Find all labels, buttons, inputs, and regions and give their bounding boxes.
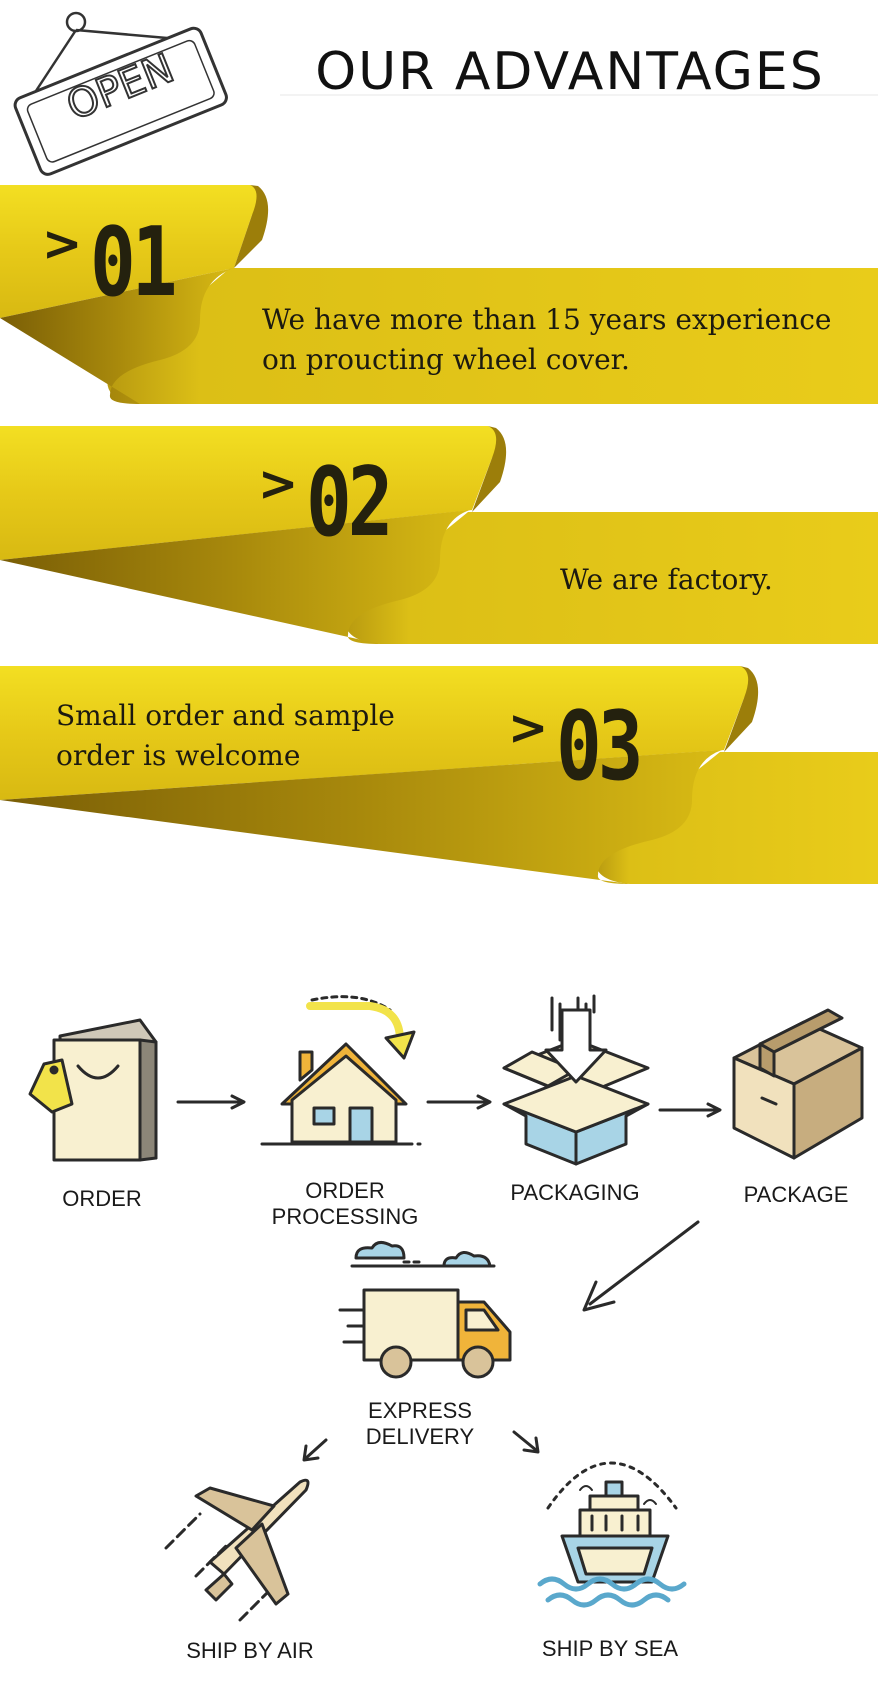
ribbon-3-text-line-1: Small order and sample (56, 699, 395, 732)
ribbon-2-text-line-1: We are factory. (560, 563, 773, 596)
title-underline (280, 94, 878, 96)
step-ship-by-sea-label-line-1: SHIP BY SEA (541, 1636, 679, 1661)
ribbon-3-text-line-2: order is welcome (56, 739, 301, 772)
closed-box-icon (732, 1008, 864, 1160)
ribbon-3-chevron: > (508, 700, 549, 756)
page-title: OUR ADVANTAGES (315, 42, 825, 102)
house-icon (260, 995, 422, 1146)
ribbon-2 (0, 426, 878, 644)
step-packaging-label: PACKAGING (490, 1180, 660, 1206)
step-order-processing-label: ORDER PROCESSING (250, 1178, 440, 1230)
step-order-processing-label-line-1: ORDER (305, 1178, 385, 1203)
step-order-label: ORDER (22, 1186, 182, 1212)
airplane-icon (164, 1478, 310, 1622)
step-package-label: PACKAGE (716, 1182, 876, 1208)
step-express-delivery-label-line-2: DELIVERY (365, 1424, 475, 1449)
open-sign-icon (13, 11, 228, 176)
ribbon-1 (0, 185, 878, 404)
step-ship-by-air-label: SHIP BY AIR (160, 1638, 340, 1664)
ribbon-2-chevron: > (258, 456, 299, 512)
step-order-label-line-1: ORDER (62, 1186, 142, 1211)
ribbon-1-chevron: > (42, 216, 83, 272)
step-ship-by-sea-label: SHIP BY SEA (520, 1636, 700, 1662)
step-order-processing-label-line-2: PROCESSING (271, 1204, 419, 1229)
step-express-delivery-label-line-1: EXPRESS (368, 1398, 472, 1423)
ribbon-1-number: 01 (90, 206, 177, 318)
truck-icon (338, 1241, 512, 1379)
ribbon-3 (0, 666, 878, 884)
ribbon-2-number: 02 (306, 446, 393, 558)
ribbons-graphic (0, 185, 878, 884)
ribbon-3-number: 03 (556, 690, 643, 802)
step-ship-by-air-label-line-1: SHIP BY AIR (186, 1638, 314, 1663)
shopping-bag-icon (28, 1018, 158, 1162)
ship-icon (537, 1461, 687, 1608)
step-packaging-label-line-1: PACKAGING (510, 1180, 640, 1205)
ribbon-1-text-line-2: on proucting wheel cover. (262, 343, 630, 376)
step-package-label-line-1: PACKAGE (743, 1182, 849, 1207)
ribbon-1-text-line-1: We have more than 15 years experience (262, 303, 832, 336)
open-box-icon (502, 994, 650, 1166)
step-express-delivery-label: EXPRESS DELIVERY (340, 1398, 500, 1450)
